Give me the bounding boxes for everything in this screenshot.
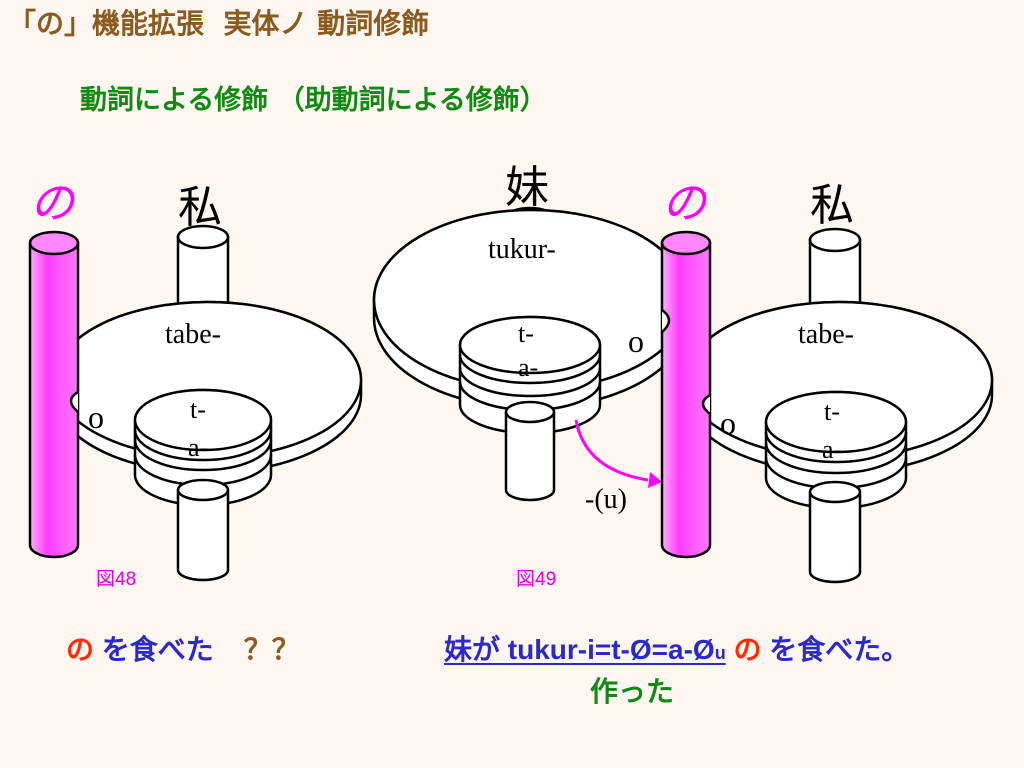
fig49r-bottom-shaft bbox=[808, 480, 862, 584]
caption-left: の を食べた ？？ bbox=[66, 628, 300, 668]
fig48-a-label: a- bbox=[188, 433, 208, 462]
caption-right-phrase: 妹が tukur-i=t-Ø=a-Øu bbox=[444, 634, 726, 665]
fig49-watashi-char: 私 bbox=[810, 180, 854, 231]
figure-49-verb: 妹 tukur- t- a- o -(u) bbox=[372, 162, 690, 515]
page-title: 「の」機能拡張 実体ノ 動詞修飾 bbox=[8, 7, 430, 40]
caption-right-phrase-sub: u bbox=[714, 643, 726, 663]
caption-right: 妹が tukur-i=t-Ø=a-Øu の を食べた。 bbox=[444, 628, 909, 668]
fig49-u-arrow-head bbox=[648, 472, 662, 488]
figure-49-noun: の 私 tabe- t- a- o bbox=[660, 178, 994, 584]
fig49-u-label: -(u) bbox=[585, 484, 627, 515]
fig48-ring-stack bbox=[133, 388, 273, 507]
fig49-t2-label: t- bbox=[824, 397, 840, 426]
caption-right-line2: 作った bbox=[590, 676, 675, 707]
fig49-no-pillar bbox=[660, 230, 712, 559]
fig48-bottom-shaft bbox=[176, 478, 230, 582]
fig48-watashi-char: 私 bbox=[178, 182, 222, 233]
fig49-tukur-label: tukur- bbox=[488, 234, 556, 265]
caption-left-rest: を食べた bbox=[94, 634, 214, 665]
figure-48: の 私 tabe- t- a- o bbox=[28, 178, 363, 582]
fig49-u-arrow bbox=[574, 419, 649, 482]
fig49-no-char: の bbox=[662, 178, 709, 229]
fig49-o-right-label: o bbox=[720, 405, 736, 441]
fig48-t-label: t- bbox=[190, 395, 206, 424]
fig49-o-left-label: o bbox=[628, 323, 644, 359]
page-subtitle: 動詞による修飾 （助動詞による修飾） bbox=[80, 85, 547, 116]
fig48-tabe-label: tabe- bbox=[165, 319, 221, 350]
fig49-bottom-shaft bbox=[504, 400, 556, 502]
caption-right-rest: を食べた。 bbox=[761, 634, 910, 665]
figure-49-label: 図49 bbox=[516, 569, 557, 590]
fig48-no-pillar bbox=[28, 230, 80, 559]
caption-left-no: の bbox=[66, 634, 95, 665]
caption-right-phrase-main: 妹が tukur-i=t-Ø=a-Ø bbox=[444, 634, 715, 665]
fig49r-ring-stack bbox=[764, 390, 908, 510]
fig48-big-disc bbox=[53, 300, 363, 475]
fig49-a2-label: a- bbox=[822, 435, 842, 464]
fig48-o-label: o bbox=[88, 399, 104, 435]
fig49-big-disc bbox=[372, 208, 690, 410]
caption-right-no: の bbox=[733, 634, 762, 665]
figure-48-label: 図48 bbox=[96, 569, 137, 590]
fig48-no-char: の bbox=[30, 178, 77, 229]
fig49-imouto-char: 妹 bbox=[505, 162, 549, 213]
caption-left-question: ？？ bbox=[243, 634, 300, 665]
fig49-ring-stack bbox=[458, 315, 602, 435]
fig49-t-label: t- bbox=[518, 319, 534, 348]
fig49-a-label: a- bbox=[518, 353, 538, 382]
fig49-tabe-label: tabe- bbox=[798, 319, 854, 350]
